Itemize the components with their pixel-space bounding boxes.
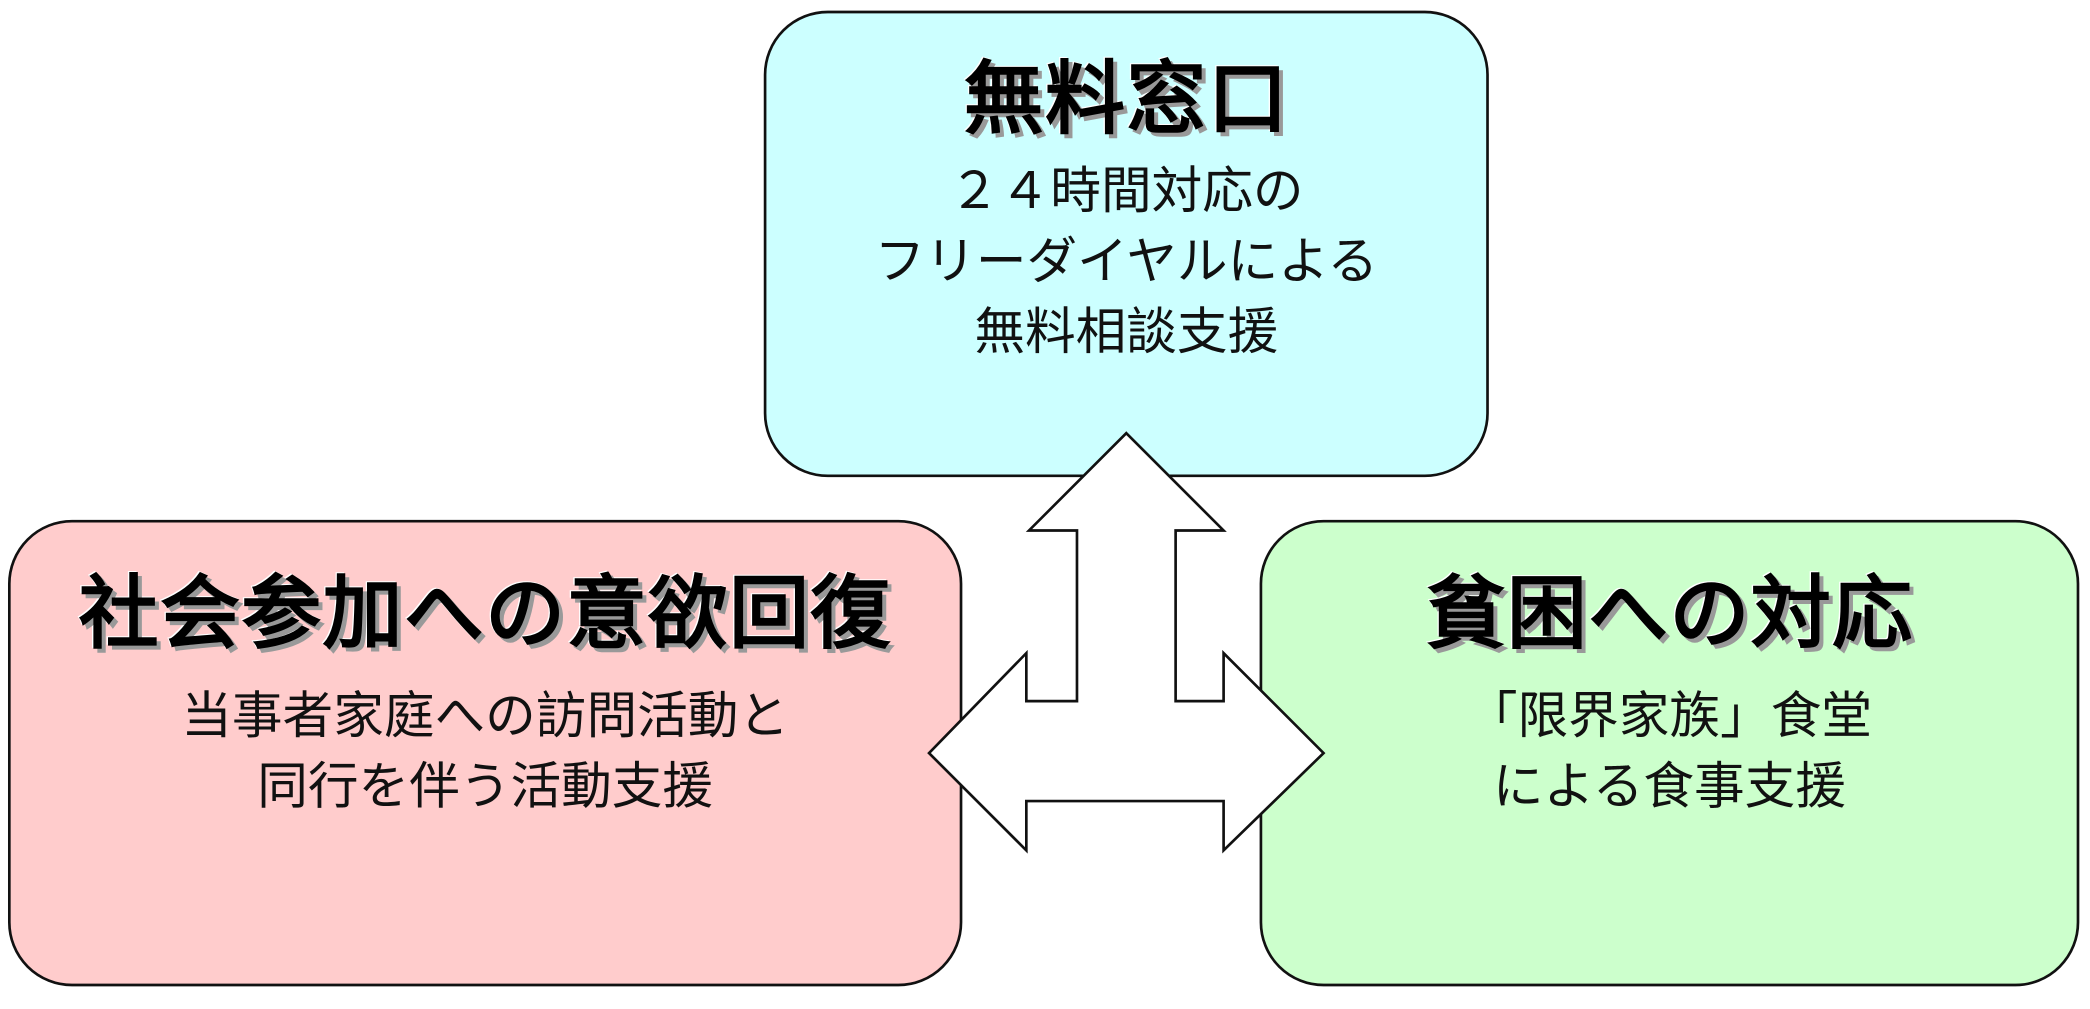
body-line: 当事者家庭への訪問活動と: [181, 686, 790, 746]
box-body: ２４時間対応の フリーダイヤルによる 無料相談支援: [766, 156, 1486, 368]
body-line: による食事支援: [1492, 757, 1846, 816]
social-participation-box: 社会参加への意欲回復 当事者家庭への訪問活動と 同行を伴う活動支援: [7, 519, 963, 987]
body-line: フリーダイヤルによる: [874, 231, 1379, 291]
three-way-arrow: [927, 431, 1326, 854]
box-title: 社会参加への意欲回復: [78, 567, 892, 662]
body-line: 「限界家族」食堂: [1466, 686, 1873, 746]
box-title: 貧困への対応: [1425, 567, 1914, 662]
body-line: 同行を伴う活動支援: [257, 757, 714, 816]
box-body: 当事者家庭への訪問活動と 同行を伴う活動支援: [11, 681, 960, 822]
body-line: ２４時間対応の: [949, 161, 1304, 220]
box-body: 「限界家族」食堂 による食事支援: [1262, 681, 2076, 822]
free-consultation-box: 無料窓口 ２４時間対応の フリーダイヤルによる 無料相談支援: [763, 10, 1489, 478]
box-title: 無料窓口: [963, 53, 1289, 147]
poverty-response-box: 貧困への対応 「限界家族」食堂 による食事支援: [1259, 519, 2080, 987]
body-line: 無料相談支援: [974, 302, 1279, 362]
